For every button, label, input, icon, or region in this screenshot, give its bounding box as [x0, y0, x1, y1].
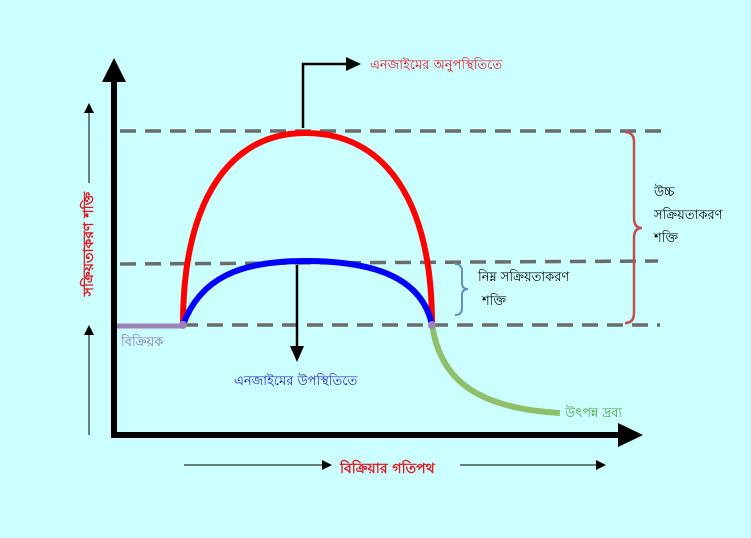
y-axis-label: সক্রিয়তাকরণ শক্তি	[81, 191, 97, 297]
low-activation-label-line-2: শক্তি	[482, 294, 507, 309]
without-enzyme-label: এনজাইমের অনুপস্থিতিতে	[370, 58, 503, 73]
y-axis-arrowhead	[102, 58, 126, 82]
without-enzyme-pointer-arrow	[301, 62, 348, 128]
high-activation-label-line-1: উচ্চ	[654, 185, 675, 200]
x-axis-arrowhead	[618, 423, 643, 447]
product-point	[428, 321, 436, 329]
low-activation-label-line-1: নিম্ন সক্রিয়তাকরণ	[478, 270, 570, 285]
high-activation-brace	[624, 130, 643, 325]
reactant-point	[179, 321, 187, 329]
product-curve	[429, 324, 561, 416]
product-label: উৎপন্ন দ্রব্য	[565, 406, 623, 421]
low-activation-brace	[454, 263, 469, 316]
with-enzyme-arrowhead	[290, 346, 304, 362]
with-enzyme-label: এনজাইমের উপস্থিতিতে	[234, 374, 358, 389]
no-enzyme-curve	[180, 129, 435, 326]
without-enzyme-arrowhead	[346, 57, 361, 71]
enzyme-curve	[180, 257, 435, 327]
high-activation-label-line-2: সক্রিয়তাকরণ	[654, 208, 723, 223]
mid-energy-guide-line	[119, 259, 659, 266]
x-axis-label: বিক্রিয়ার গতিপথ	[340, 461, 435, 477]
reactant-label: বিক্রিয়ক	[121, 335, 164, 350]
high-activation-label-line-3: শক্তি	[654, 231, 679, 246]
